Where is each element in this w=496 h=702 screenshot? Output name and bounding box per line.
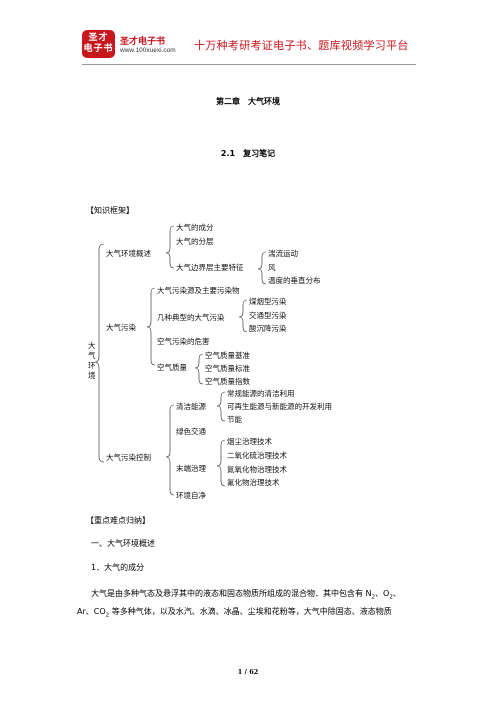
tree-n1-3-2: 风 (268, 263, 276, 272)
heading-level2: 1．大气的成分 (91, 563, 145, 572)
section-title: 2.1 复习笔记 (220, 149, 276, 158)
tree-n3-3-3: 氮氧化物治理技术 (227, 464, 287, 474)
tree-root-char3: 环 (88, 361, 96, 370)
tree-n1-3-brace (257, 251, 267, 285)
tree-n3-3-1: 烟尘治理技术 (227, 436, 272, 446)
tree-n2: 大气污染 (106, 322, 136, 332)
tree-n2-3: 空气污染的危害 (157, 336, 210, 346)
header-divider (82, 64, 416, 65)
tree-n2-4: 空气质量 (157, 362, 187, 372)
paragraph-line2: Ar、CO2 等多种气体，以及水汽、水滴、冰晶、尘埃和花粉等，大气中除固态、液态… (77, 607, 392, 619)
tree-n3-3-2: 二氧化硫治理技术 (227, 450, 287, 460)
tree-n3-1-3: 节能 (227, 414, 242, 424)
tree-n3-2: 绿色交通 (176, 426, 206, 436)
tree-n3-3-brace (216, 439, 226, 487)
tree-n2-4-1: 空气质量基准 (205, 350, 250, 360)
tree-root-char1: 大 (88, 340, 96, 350)
tree-n3-4: 环境自净 (176, 490, 206, 500)
tree-root-char2: 气 (88, 350, 96, 360)
tree-n3-1: 清洁能源 (176, 401, 206, 411)
chapter-title: 第二章 大气环境 (216, 97, 280, 106)
page-header: 圣才 电子书 圣才电子书 www.100xuexi.com 十万种考研考证电子书… (0, 0, 496, 70)
framework-label: 【知识框架】 (86, 206, 134, 215)
tree-n3-1-brace (216, 391, 226, 422)
tree-n2-2-3: 酸沉降污染 (249, 323, 287, 333)
tree-n3: 大气污染控制 (106, 452, 151, 462)
tree-root-char4: 境 (88, 370, 96, 380)
heading-level1: 一、大气环境概述 (91, 539, 155, 548)
tree-n1-3: 大气边界层主要特征 (176, 262, 244, 272)
tree-n2-4-3: 空气质量指数 (205, 376, 250, 386)
tree-n3-1-2: 可再生能源与新能源的开发利用 (227, 401, 332, 411)
tree-n2-brace (146, 287, 156, 366)
tree-n1-3-1: 湍流运动 (268, 248, 298, 258)
tree-n2-1: 大气污染源及主要污染物 (157, 285, 240, 295)
tree-n3-3-4: 氟化物治理技术 (227, 477, 280, 487)
tree-n2-2-1: 煤烟型污染 (249, 296, 287, 306)
tree-n2-4-brace (194, 353, 204, 385)
paragraph-line1: 大气是由多种气态及悬浮其中的液态和固态物质所组成的混合物．其中包含有 N2、O2… (91, 589, 401, 601)
logo-line1: 圣才 (88, 33, 109, 43)
logo-icon: 圣才 电子书 (82, 30, 115, 58)
brand-url[interactable]: www.100xuexi.com (120, 47, 176, 54)
tree-n1-brace (165, 225, 175, 269)
header-slogan: 十万种考研考证电子书、题库视频学习平台 (194, 39, 409, 52)
tree-n2-2-2: 交通型污染 (249, 310, 287, 320)
tree-n1-3-3: 温度的垂直分布 (268, 275, 321, 285)
page-number: 1 / 62 (237, 668, 259, 676)
brand-name: 圣才电子书 (120, 37, 166, 47)
tree-n2-2: 几种典型的大气污染 (157, 312, 225, 322)
key-points-label: 【重点难点归纳】 (86, 516, 150, 525)
tree-n2-2-brace (238, 299, 248, 333)
tree-n1-2: 大气的分层 (176, 236, 214, 246)
tree-n1-1: 大气的成分 (176, 222, 214, 232)
tree-n3-brace (165, 404, 175, 496)
tree-root-brace (94, 243, 105, 463)
logo-line2: 电子书 (83, 44, 114, 54)
tree-n3-1-1: 常规能源的清洁利用 (227, 388, 295, 398)
tree-n1: 大气环境概述 (106, 248, 151, 258)
tree-n3-3: 末端治理 (176, 463, 206, 473)
tree-n2-4-2: 空气质量标准 (205, 363, 250, 373)
